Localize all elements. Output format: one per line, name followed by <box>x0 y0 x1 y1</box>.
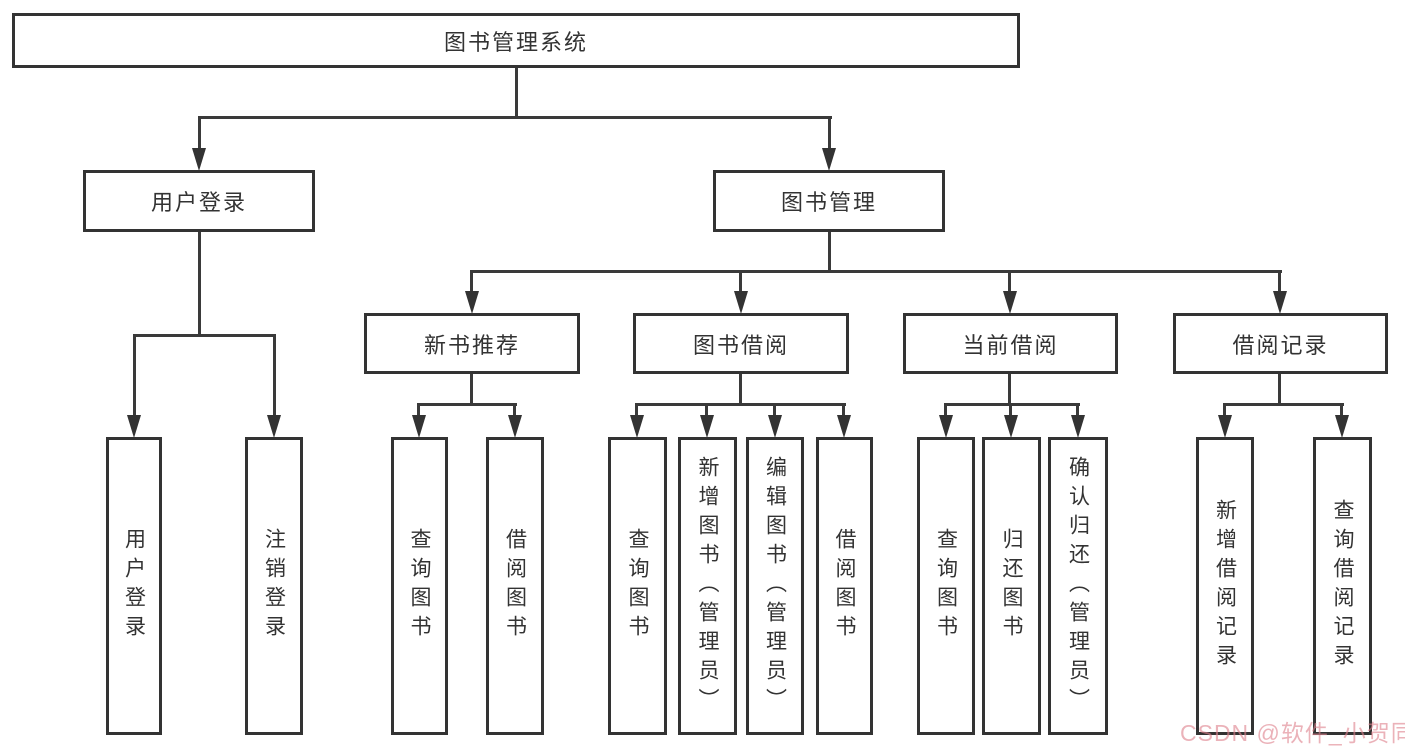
arrowhead-down-icon <box>822 148 836 171</box>
connector-drop <box>513 403 516 418</box>
connector-drop <box>842 403 845 418</box>
leaf-logout: 注销登录 <box>245 437 303 735</box>
node-book-management: 图书管理 <box>713 170 945 232</box>
connector-root-stem <box>515 68 518 118</box>
arrowhead-down-icon <box>508 415 522 438</box>
arrowhead-down-icon <box>1004 415 1018 438</box>
connector-drop <box>739 270 742 293</box>
connector-drop <box>1009 403 1012 418</box>
node-book-borrow: 图书借阅 <box>633 313 849 374</box>
leaf-add-borrow-record: 新增借阅记录 <box>1196 437 1254 735</box>
connector-drop <box>1278 270 1281 293</box>
connector-drop <box>417 403 420 418</box>
connector-drop <box>1076 403 1079 418</box>
arrowhead-down-icon <box>1218 415 1232 438</box>
connector-drop <box>133 334 136 418</box>
leaf-query-books: 查询图书 <box>917 437 975 735</box>
arrowhead-down-icon <box>465 291 479 314</box>
connector-drop <box>273 334 276 418</box>
node-user-login: 用户登录 <box>83 170 315 232</box>
arrowhead-down-icon <box>734 291 748 314</box>
connector-drop <box>470 270 473 293</box>
connector-drop <box>944 403 947 418</box>
node-book-management-system: 图书管理系统 <box>12 13 1020 68</box>
leaf-label: 查询图书 <box>934 528 958 644</box>
node-new-book-recommend: 新书推荐 <box>364 313 580 374</box>
connector-drop <box>828 116 831 154</box>
connector-user-login-branch <box>133 334 276 337</box>
leaf-query-books: 查询图书 <box>608 437 667 735</box>
connector-stem <box>739 374 742 405</box>
leaf-label: 查询图书 <box>408 528 431 644</box>
leaf-add-book-admin: 新增图书（管理员） <box>678 437 737 735</box>
arrowhead-down-icon <box>267 415 281 438</box>
connector-drop <box>635 403 638 418</box>
connector-drop <box>1340 403 1343 418</box>
arrowhead-down-icon <box>939 415 953 438</box>
connector-stem <box>1278 374 1281 405</box>
connector-branch <box>635 403 846 406</box>
arrowhead-down-icon <box>837 415 851 438</box>
arrowhead-down-icon <box>127 415 141 438</box>
leaf-borrow-books: 借阅图书 <box>486 437 544 735</box>
connector-user-login-stem <box>198 232 201 336</box>
arrowhead-down-icon <box>1071 415 1085 438</box>
connector-drop <box>198 116 201 154</box>
arrowhead-down-icon <box>1335 415 1349 438</box>
connector-branch <box>944 403 1080 406</box>
arrowhead-down-icon <box>192 148 206 171</box>
leaf-label: 查询借阅记录 <box>1331 499 1354 673</box>
arrowhead-down-icon <box>700 415 714 438</box>
leaf-label: 用户登录 <box>122 528 146 644</box>
leaf-label: 查询图书 <box>626 528 649 644</box>
connector-drop <box>705 403 708 418</box>
leaf-confirm-return-admin: 确认归还（管理员） <box>1048 437 1108 735</box>
leaf-return-books: 归还图书 <box>982 437 1041 735</box>
leaf-query-borrow-record: 查询借阅记录 <box>1313 437 1372 735</box>
leaf-borrow-books: 借阅图书 <box>816 437 873 735</box>
leaf-label: 借阅图书 <box>833 528 856 644</box>
leaf-label: 编辑图书（管理员） <box>763 455 787 717</box>
leaf-user-login: 用户登录 <box>106 437 162 735</box>
leaf-label: 借阅图书 <box>503 528 527 644</box>
connector-stem <box>470 374 473 405</box>
connector-branch <box>1223 403 1344 406</box>
connector-drop <box>1223 403 1226 418</box>
leaf-edit-book-admin: 编辑图书（管理员） <box>746 437 804 735</box>
leaf-label: 新增图书（管理员） <box>696 455 719 717</box>
connector-stem <box>1008 374 1011 405</box>
connector-book-mgmt-branch <box>470 270 1282 273</box>
leaf-label: 确认归还（管理员） <box>1066 455 1090 717</box>
connector-drop <box>773 403 776 418</box>
node-current-borrow: 当前借阅 <box>903 313 1118 374</box>
arrowhead-down-icon <box>412 415 426 438</box>
arrowhead-down-icon <box>1003 291 1017 314</box>
leaf-query-books: 查询图书 <box>391 437 448 735</box>
leaf-label: 新增借阅记录 <box>1213 499 1237 673</box>
arrowhead-down-icon <box>630 415 644 438</box>
arrowhead-down-icon <box>768 415 782 438</box>
node-borrow-records: 借阅记录 <box>1173 313 1388 374</box>
connector-book-mgmt-stem <box>828 232 831 272</box>
arrowhead-down-icon <box>1273 291 1287 314</box>
connector-branch <box>417 403 517 406</box>
csdn-watermark: CSDN @软件_小贺同学 <box>1180 720 1405 746</box>
leaf-label: 归还图书 <box>1000 528 1023 644</box>
connector-root-branch <box>198 116 832 119</box>
leaf-label: 注销登录 <box>262 528 286 644</box>
connector-drop <box>1008 270 1011 293</box>
